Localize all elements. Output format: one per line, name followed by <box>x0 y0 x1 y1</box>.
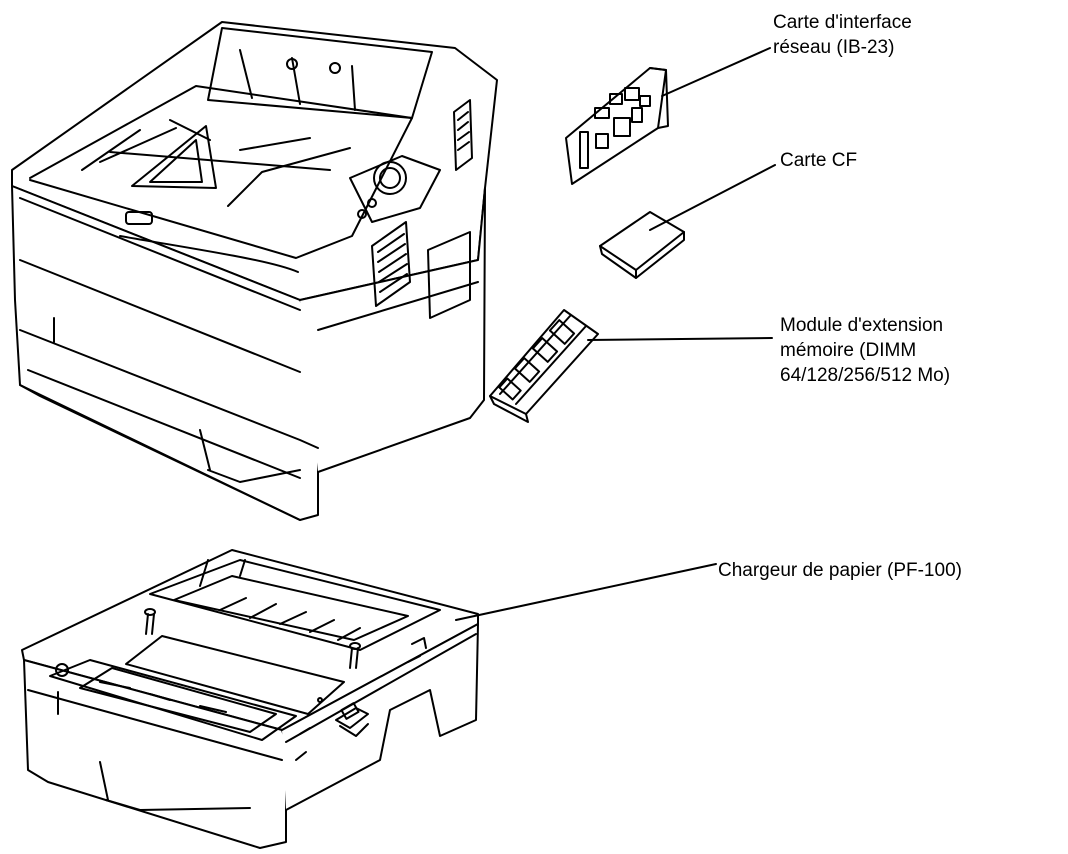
leader-network-card <box>661 47 771 97</box>
leader-memory-dimm <box>587 337 773 341</box>
paper-feeder <box>21 549 479 849</box>
printer-side <box>299 187 486 473</box>
label-network-card-line-2: réseau (IB-23) <box>773 37 895 58</box>
leader-paper-feeder <box>455 563 717 621</box>
label-memory-module-line-3: 64/128/256/512 Mo) <box>780 365 951 386</box>
leader-cf-card <box>649 164 776 231</box>
label-paper-feeder-line-1: Chargeur de papier (PF-100) <box>718 560 962 581</box>
label-memory-module-line-2: mémoire (DIMM <box>780 340 917 361</box>
label-cf-card-line-1: Carte CF <box>780 150 858 171</box>
label-cf-card: Carte CF <box>780 148 857 173</box>
label-memory-module: Module d'extension mémoire (DIMM 64/128/… <box>780 313 950 388</box>
cf-card <box>599 211 685 279</box>
printer <box>11 21 498 521</box>
label-paper-feeder: Chargeur de papier (PF-100) <box>718 558 962 583</box>
network-card <box>565 67 669 185</box>
label-memory-module-line-1: Module d'extension <box>780 315 944 336</box>
triangle-mark <box>131 125 217 189</box>
label-network-card-line-1: Carte d'interface <box>773 12 912 33</box>
memory-dimm <box>489 309 599 423</box>
label-network-card: Carte d'interface réseau (IB-23) <box>773 10 912 60</box>
power-button <box>373 161 407 195</box>
